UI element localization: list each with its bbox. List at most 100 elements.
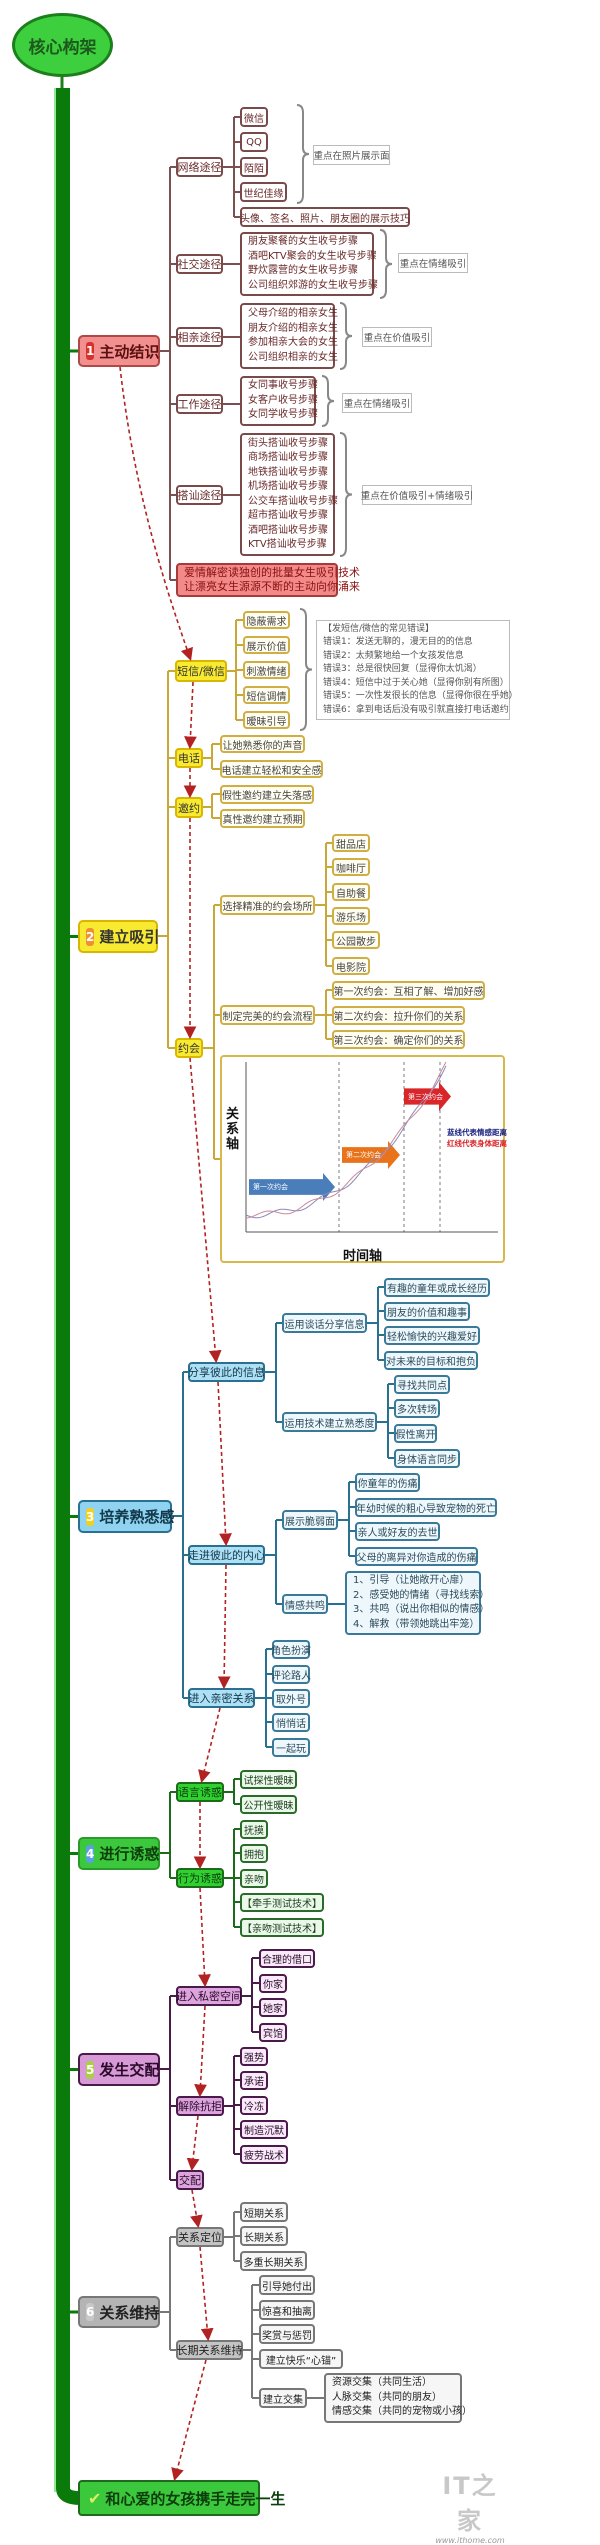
branch-final-step[interactable]: 交配 bbox=[176, 2170, 204, 2190]
branch-sms[interactable]: 短信/微信 bbox=[175, 660, 227, 682]
note-sms-errors[interactable]: 【发短信/微信的常见错误】错误1：发送无聊的，漫无目的的信息错误2：太频繁地给一… bbox=[316, 620, 518, 720]
network-item[interactable]: QQ bbox=[240, 132, 268, 152]
tech-item[interactable]: 身体语言同步 bbox=[394, 1449, 460, 1468]
branch-physical[interactable]: 行为诱惑 bbox=[176, 1868, 224, 1888]
phone-item[interactable]: 电话建立轻松和安全感 bbox=[220, 760, 323, 778]
vulnerability-item[interactable]: 你童年的伤痛 bbox=[355, 1473, 420, 1492]
share-talk[interactable]: 运用谈话分享信息 bbox=[282, 1313, 367, 1333]
branch-invite[interactable]: 邀约 bbox=[175, 797, 203, 818]
emotional-resonance[interactable]: 情感共鸣 bbox=[282, 1594, 328, 1614]
intimacy-item[interactable]: 角色扮演 bbox=[271, 1640, 311, 1659]
tech-item[interactable]: 寻找共同点 bbox=[394, 1375, 450, 1394]
flow-item[interactable]: 第一次约会：互相了解、增加好感 bbox=[332, 981, 485, 1000]
resistance-item[interactable]: 承诺 bbox=[240, 2071, 268, 2090]
phone-item[interactable]: 让她熟悉你的声音 bbox=[220, 735, 305, 753]
show-vulnerability[interactable]: 展示脆弱面 bbox=[282, 1510, 338, 1530]
private-item[interactable]: 合理的借口 bbox=[259, 1949, 315, 1968]
share-tech[interactable]: 运用技术建立熟悉度 bbox=[282, 1412, 377, 1432]
sms-item[interactable]: 隐蔽需求 bbox=[243, 611, 290, 629]
intimacy-item[interactable]: 评论路人 bbox=[271, 1665, 311, 1684]
tech-item[interactable]: 多次转场 bbox=[394, 1399, 440, 1418]
branch-share-info[interactable]: 分享彼此的信息 bbox=[188, 1362, 265, 1382]
private-item[interactable]: 宾馆 bbox=[259, 2023, 287, 2042]
resistance-item[interactable]: 制造沉默 bbox=[240, 2120, 288, 2139]
physical-item[interactable]: 抚摸 bbox=[240, 1820, 268, 1839]
long-term-item[interactable]: 惊喜和抽离 bbox=[259, 2300, 315, 2320]
final-goal[interactable]: ✔和心爱的女孩携手走完一生 bbox=[78, 2480, 285, 2516]
branch-work[interactable]: 工作途径 bbox=[176, 394, 223, 414]
positioning-item[interactable]: 短期关系 bbox=[240, 2202, 288, 2222]
verbal-item[interactable]: 公开性暧昧 bbox=[240, 1795, 297, 1814]
branch-resistance[interactable]: 解除抗拒 bbox=[176, 2096, 224, 2116]
branch-network[interactable]: 网络途径 bbox=[176, 157, 223, 177]
flow-item[interactable]: 第二次约会：拉升你们的关系 bbox=[332, 1006, 465, 1025]
private-item[interactable]: 你家 bbox=[259, 1974, 287, 1993]
intersection-items[interactable]: 资源交集（共同生活）人脉交集（共同的朋友）情感交集（共同的宠物或小孩） bbox=[324, 2373, 472, 2423]
date-flow[interactable]: 制定完美的约会流程 bbox=[220, 1005, 315, 1025]
branch-long-term[interactable]: 长期关系维持 bbox=[176, 2340, 243, 2360]
work-items[interactable]: 女同事收号步骤女客户收号步骤女同学收号步骤 bbox=[240, 376, 318, 426]
venue-item[interactable]: 电影院 bbox=[332, 957, 370, 975]
branch-phone[interactable]: 电话 bbox=[175, 748, 203, 768]
branch-blind-date[interactable]: 相亲途径 bbox=[176, 327, 223, 347]
venue-item[interactable]: 甜品店 bbox=[332, 834, 370, 852]
talk-item[interactable]: 有趣的童年或成长经历 bbox=[384, 1278, 490, 1297]
branch-pickup[interactable]: 搭讪途径 bbox=[176, 485, 223, 505]
venue-item[interactable]: 游乐场 bbox=[332, 907, 370, 925]
network-extra[interactable]: 头像、签名、照片、朋友圈的展示技巧 bbox=[240, 207, 410, 227]
private-item[interactable]: 她家 bbox=[259, 1998, 287, 2017]
positioning-item[interactable]: 长期关系 bbox=[240, 2226, 288, 2246]
date-venue[interactable]: 选择精准的约会场所 bbox=[220, 895, 315, 915]
blind-date-items[interactable]: 父母介绍的相亲女生朋友介绍的相亲女生参加相亲大会的女生公司组织相亲的女生 bbox=[240, 303, 338, 369]
intimacy-item[interactable]: 一起玩 bbox=[272, 1738, 310, 1757]
sms-item[interactable]: 刺激情绪 bbox=[243, 661, 290, 679]
physical-item[interactable]: 拥抱 bbox=[240, 1844, 268, 1863]
branch-intimacy[interactable]: 进入亲密关系 bbox=[188, 1688, 255, 1708]
branch-social[interactable]: 社交途径 bbox=[176, 254, 223, 274]
resistance-item[interactable]: 强势 bbox=[240, 2047, 268, 2066]
network-item[interactable]: 微信 bbox=[240, 107, 268, 127]
sms-item[interactable]: 展示价值 bbox=[243, 636, 290, 654]
talk-item[interactable]: 朋友的价值和趣事 bbox=[384, 1302, 470, 1321]
network-item[interactable]: 陌陌 bbox=[240, 157, 268, 177]
branch-positioning[interactable]: 关系定位 bbox=[176, 2227, 224, 2247]
resistance-item[interactable]: 冷冻 bbox=[240, 2096, 268, 2115]
venue-item[interactable]: 自助餐 bbox=[332, 883, 370, 901]
root-node[interactable]: 核心构架 bbox=[12, 13, 113, 77]
social-items[interactable]: 朋友聚餐的女生收号步骤酒吧KTV聚会的女生收号步骤野炊露营的女生收号步骤公司组织… bbox=[240, 232, 378, 296]
branch-date[interactable]: 约会 bbox=[175, 1038, 203, 1058]
long-term-item[interactable]: 引导她付出 bbox=[259, 2275, 315, 2295]
invite-item[interactable]: 假性邀约建立失落感 bbox=[220, 785, 314, 804]
branch-verbal[interactable]: 语言诱惑 bbox=[176, 1782, 224, 1802]
resonance-steps[interactable]: 1、引导（让她敞开心扉）2、感受她的情绪（寻找线索）3、共鸣（说出你相似的情感）… bbox=[345, 1571, 489, 1635]
intimacy-item[interactable]: 取外号 bbox=[272, 1689, 310, 1708]
physical-item[interactable]: 【牵手测试技术】 bbox=[240, 1893, 324, 1912]
branch-inner-heart[interactable]: 走进彼此的内心 bbox=[188, 1545, 265, 1565]
intimacy-item[interactable]: 悄悄话 bbox=[272, 1713, 310, 1732]
highlight-box[interactable]: 爱情解密读独创的批量女生吸引技术让漂亮女生源源不断的主动向你涌来 bbox=[176, 563, 360, 597]
long-term-item[interactable]: 奖赏与惩罚 bbox=[259, 2324, 315, 2344]
vulnerability-item[interactable]: 亲人或好友的去世 bbox=[355, 1522, 440, 1541]
verbal-item[interactable]: 试探性暧昧 bbox=[240, 1770, 297, 1789]
build-intersection[interactable]: 建立交集 bbox=[259, 2388, 307, 2408]
resistance-item[interactable]: 疲劳战术 bbox=[240, 2145, 288, 2164]
positioning-item[interactable]: 多重长期关系 bbox=[240, 2251, 307, 2271]
branch-private-space[interactable]: 进入私密空间 bbox=[176, 1986, 242, 2006]
venue-item[interactable]: 公园散步 bbox=[332, 931, 380, 949]
talk-item[interactable]: 对未来的目标和抱负 bbox=[384, 1351, 478, 1370]
long-term-item[interactable]: 建立快乐“心锚” bbox=[259, 2349, 343, 2369]
talk-item[interactable]: 轻松愉快的兴趣爱好 bbox=[384, 1326, 480, 1345]
pickup-items[interactable]: 街头搭讪收号步骤商场搭讪收号步骤地铁搭讪收号步骤机场搭讪收号步骤公交车搭讪收号步… bbox=[240, 433, 338, 556]
venue-item[interactable]: 咖啡厅 bbox=[332, 858, 370, 876]
invite-item[interactable]: 真性邀约建立预期 bbox=[220, 809, 305, 828]
physical-item[interactable]: 【亲吻测试技术】 bbox=[240, 1918, 324, 1937]
flow-item[interactable]: 第三次约会：确定你们的关系 bbox=[332, 1030, 465, 1049]
network-item[interactable]: 世纪佳缘 bbox=[240, 182, 287, 202]
sms-item[interactable]: 短信调情 bbox=[243, 686, 290, 704]
